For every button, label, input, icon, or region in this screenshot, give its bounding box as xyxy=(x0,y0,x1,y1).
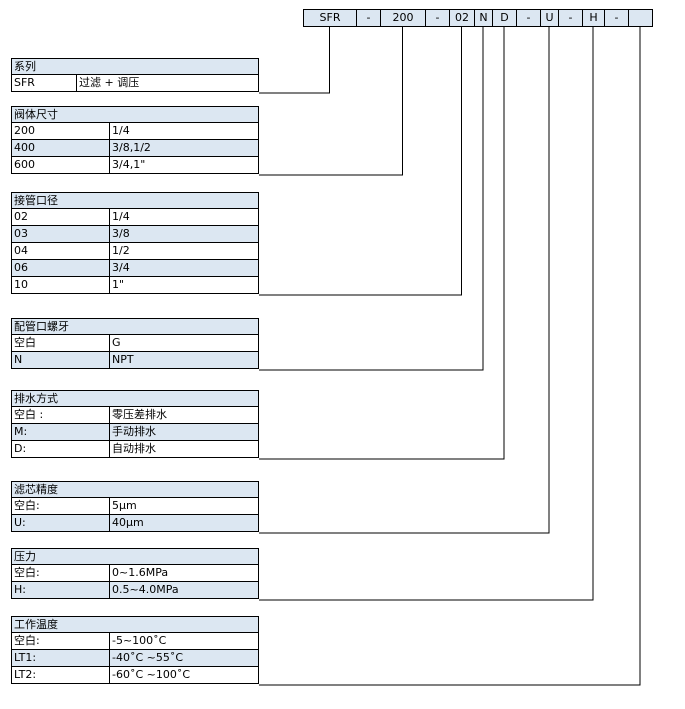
table-title: 配管口螺牙 xyxy=(14,320,69,333)
table-row: M: 手动排水 xyxy=(11,424,259,441)
option-code: N xyxy=(14,353,23,366)
table-title: 排水方式 xyxy=(14,392,58,405)
option-description: -60˚C ~100˚C xyxy=(109,667,258,683)
table-row: 10 1" xyxy=(11,277,259,294)
option-description: 0.5~4.0MPa xyxy=(109,582,258,598)
table-title: 接管口径 xyxy=(14,194,58,207)
option-code: M: xyxy=(14,425,28,438)
option-description: 3/4 xyxy=(109,260,258,276)
option-description: G xyxy=(109,335,258,351)
spec-table: 配管口螺牙空白 G N NPT xyxy=(11,318,259,369)
table-row: 空白 : 零压差排水 xyxy=(11,407,259,424)
option-code: D: xyxy=(14,442,27,455)
spec-table: 阀体尺寸 200 1/4 400 3/8,1/2 600 3/4,1" xyxy=(11,106,259,174)
option-description: NPT xyxy=(109,352,258,368)
option-code: 02 xyxy=(14,210,28,223)
option-description: 5μm xyxy=(109,498,258,514)
table-title: 滤芯精度 xyxy=(14,483,58,496)
connector-line xyxy=(259,26,484,371)
table-row: 空白: 0~1.6MPa xyxy=(11,565,259,582)
option-description: 0~1.6MPa xyxy=(109,565,258,581)
option-code: 200 xyxy=(14,124,35,137)
table-title: 阀体尺寸 xyxy=(14,108,58,121)
spec-table: 系列 SFR 过滤 + 调压 xyxy=(11,58,259,92)
option-code: 06 xyxy=(14,261,28,274)
option-code: LT1: xyxy=(14,651,37,664)
spec-table: 工作温度空白: -5~100˚C LT1: -40˚C ~55˚C LT2: -60˚C … xyxy=(11,616,259,684)
connector-line xyxy=(259,26,462,296)
option-description: 1/4 xyxy=(109,123,258,139)
option-code: 10 xyxy=(14,278,28,291)
option-description: 自动排水 xyxy=(109,441,258,457)
table-title: 工作温度 xyxy=(14,618,58,631)
option-code: 03 xyxy=(14,227,28,240)
table-row: D: 自动排水 xyxy=(11,441,259,458)
code-segment: - xyxy=(558,9,583,27)
option-code: LT2: xyxy=(14,668,37,681)
table-row: SFR 过滤 + 调压 xyxy=(11,75,259,92)
table-header: 系列 xyxy=(11,58,259,75)
option-description: -5~100˚C xyxy=(109,633,258,649)
option-code: 400 xyxy=(14,141,35,154)
option-code: 空白: xyxy=(14,634,40,647)
spec-table: 排水方式空白 : 零压差排水 M: 手动排水 D: 自动排水 xyxy=(11,390,259,458)
table-row: 06 3/4 xyxy=(11,260,259,277)
connector-line xyxy=(259,26,641,686)
connector-line xyxy=(259,26,505,460)
option-code: 空白 xyxy=(14,336,36,349)
option-description: 3/4,1" xyxy=(109,157,258,173)
option-description: 1/4 xyxy=(109,209,258,225)
table-row: 200 1/4 xyxy=(11,123,259,140)
connector-line xyxy=(259,26,330,94)
option-description: 40μm xyxy=(109,515,258,531)
table-header: 工作温度 xyxy=(11,616,259,633)
option-description: 1/2 xyxy=(109,243,258,259)
option-description: 3/8,1/2 xyxy=(109,140,258,156)
table-row: LT1: -40˚C ~55˚C xyxy=(11,650,259,667)
table-header: 排水方式 xyxy=(11,390,259,407)
table-row: 空白: 5μm xyxy=(11,498,259,515)
option-description: 手动排水 xyxy=(109,424,258,440)
table-row: 03 3/8 xyxy=(11,226,259,243)
table-header: 接管口径 xyxy=(11,192,259,209)
table-row: 空白: -5~100˚C xyxy=(11,633,259,650)
connector-line xyxy=(259,26,403,176)
option-code: 空白: xyxy=(14,566,40,579)
table-row: 空白 G xyxy=(11,335,259,352)
table-row: 02 1/4 xyxy=(11,209,259,226)
option-code: U: xyxy=(14,516,26,529)
table-header: 配管口螺牙 xyxy=(11,318,259,335)
table-row: H: 0.5~4.0MPa xyxy=(11,582,259,599)
option-code: SFR xyxy=(14,76,35,89)
table-row: LT2: -60˚C ~100˚C xyxy=(11,667,259,684)
spec-table: 接管口径 02 1/4 03 3/8 04 1/2 06 3/4 10 1" xyxy=(11,192,259,294)
table-header: 滤芯精度 xyxy=(11,481,259,498)
option-code: 空白: xyxy=(14,499,40,512)
table-header: 阀体尺寸 xyxy=(11,106,259,123)
table-title: 系列 xyxy=(14,60,36,73)
option-description: 3/8 xyxy=(109,226,258,242)
option-description: 1" xyxy=(109,277,258,293)
table-row: N NPT xyxy=(11,352,259,369)
option-code: 空白 : xyxy=(14,408,44,421)
table-title: 压力 xyxy=(14,550,36,563)
option-description: 零压差排水 xyxy=(109,407,258,423)
table-row: 600 3/4,1" xyxy=(11,157,259,174)
table-row: 400 3/8,1/2 xyxy=(11,140,259,157)
option-code: H: xyxy=(14,583,26,596)
table-row: 04 1/2 xyxy=(11,243,259,260)
table-row: U: 40μm xyxy=(11,515,259,532)
connector-line xyxy=(259,26,594,601)
table-header: 压力 xyxy=(11,548,259,565)
option-description: 过滤 + 调压 xyxy=(76,75,258,91)
option-code: 600 xyxy=(14,158,35,171)
option-description: -40˚C ~55˚C xyxy=(109,650,258,666)
connector-line xyxy=(259,26,550,534)
option-code: 04 xyxy=(14,244,28,257)
